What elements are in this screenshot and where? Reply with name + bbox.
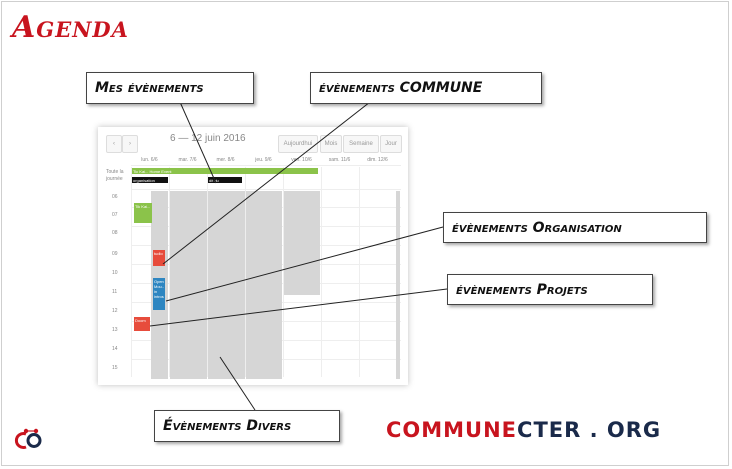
day-header: mar. 7/6 xyxy=(178,157,197,163)
brand-part-1: COMMUNE xyxy=(386,418,518,442)
callout-line-organisation xyxy=(165,226,444,302)
grid-line xyxy=(131,165,401,166)
hour-label: 06 xyxy=(112,194,118,200)
event-green[interactable]: Tik Kai... xyxy=(134,203,152,223)
grid-line xyxy=(207,167,208,377)
next-week-button[interactable]: › xyxy=(122,135,138,153)
allday-label: Toute la journée xyxy=(106,169,124,182)
callout-line-projets xyxy=(149,288,448,327)
hour-label: 09 xyxy=(112,251,118,257)
allday-event-green[interactable]: Tic Kai... Home Event xyxy=(132,168,318,174)
page-title: Agenda xyxy=(12,10,129,45)
day-header: ven. 10/6 xyxy=(291,157,312,163)
divers-event-block[interactable] xyxy=(170,191,207,379)
callout-evenements-projets: évènements Projets xyxy=(447,274,653,305)
hour-label: 10 xyxy=(112,270,118,276)
week-view-button[interactable]: Semaine xyxy=(343,135,379,153)
grid-line xyxy=(131,167,132,377)
grid-line xyxy=(131,189,401,190)
divers-event-block[interactable] xyxy=(284,191,320,295)
communecter-brand: COMMUNECTER . ORG xyxy=(386,418,661,442)
event-red[interactable]: tudlo xyxy=(153,250,165,266)
day-header: jeu. 9/6 xyxy=(255,157,272,163)
grid-line xyxy=(359,167,360,377)
callout-mes-evenements: Mes évènements xyxy=(86,72,254,104)
allday-event-black[interactable]: organisation xyxy=(132,177,168,183)
day-header: mer. 8/6 xyxy=(216,157,235,163)
day-header: lun. 6/6 xyxy=(141,157,158,163)
callout-evenements-commune: évènements COMMUNE xyxy=(310,72,542,104)
divers-event-block[interactable] xyxy=(246,191,282,379)
hour-label: 15 xyxy=(112,365,118,371)
brand-part-2: CTER xyxy=(517,418,582,442)
callout-line-mes xyxy=(179,101,217,184)
scrollbar[interactable] xyxy=(396,191,400,379)
callout-line-divers xyxy=(219,356,256,411)
calendar-widget: ‹ › 6 — 12 juin 2016 Aujourdhui Mois Sem… xyxy=(98,127,408,385)
date-range-label: 6 — 12 juin 2016 xyxy=(170,133,246,144)
day-header: sam. 11/6 xyxy=(328,157,351,163)
day-view-button[interactable]: Jour xyxy=(380,135,402,153)
event-red[interactable]: Doom xyxy=(134,317,150,331)
day-header: dim. 12/6 xyxy=(367,157,388,163)
callout-line-commune xyxy=(162,101,371,265)
prev-week-button[interactable]: ‹ xyxy=(106,135,122,153)
hour-label: 08 xyxy=(112,230,118,236)
grid-line xyxy=(169,167,170,377)
hour-label: 11 xyxy=(112,289,118,295)
month-view-button[interactable]: Mois xyxy=(320,135,342,153)
hour-label: 07 xyxy=(112,212,118,218)
brand-part-3: . ORG xyxy=(581,418,662,442)
grid-line xyxy=(321,167,322,377)
callout-evenements-divers: Évènements Divers xyxy=(154,410,340,442)
hour-label: 12 xyxy=(112,308,118,314)
today-button[interactable]: Aujourdhui xyxy=(278,135,318,153)
allday-event-black[interactable]: dit du xyxy=(208,177,242,183)
grid-line xyxy=(245,167,246,377)
hour-label: 14 xyxy=(112,346,118,352)
hour-label: 13 xyxy=(112,327,118,333)
callout-evenements-organisation: évènements Organisation xyxy=(443,212,707,243)
event-blue[interactable]: Open Mou.. in intros xyxy=(153,278,165,310)
communecter-logo-icon xyxy=(14,427,42,451)
grid-line xyxy=(283,167,284,377)
